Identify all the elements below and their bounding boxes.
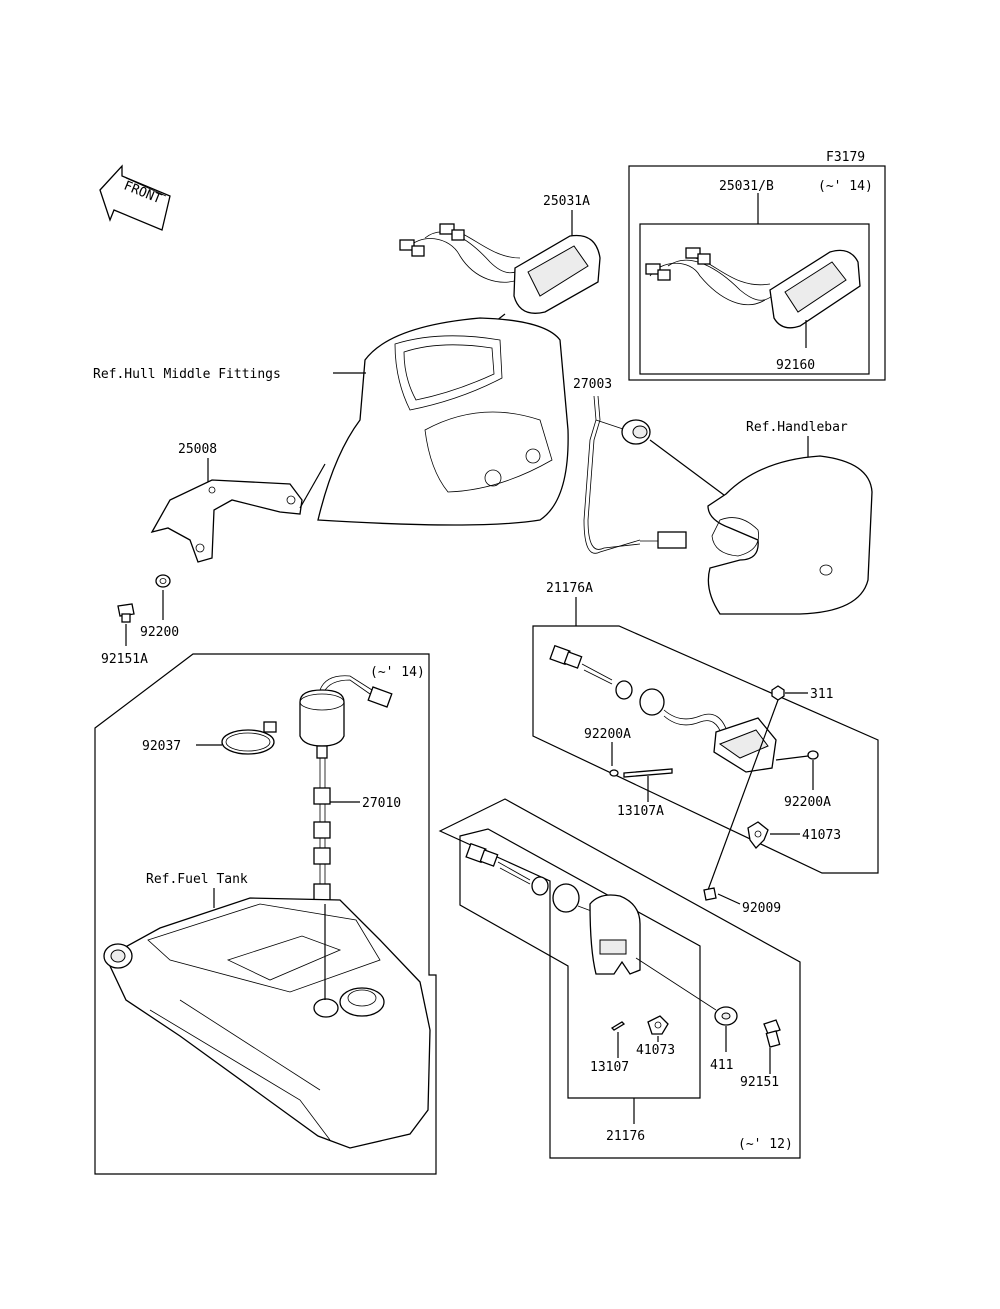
washer-92200a-right bbox=[807, 750, 819, 760]
part-92151: 92151 bbox=[740, 1075, 779, 1090]
note-12: (~' 12) bbox=[738, 1137, 793, 1152]
handlebar-cover bbox=[707, 455, 873, 615]
bolt-92151 bbox=[763, 1019, 781, 1048]
fuel-tank bbox=[103, 897, 431, 1149]
part-27010: 27010 bbox=[362, 796, 401, 811]
part-21176a: 21176A bbox=[546, 581, 593, 596]
hose-clamp-92037 bbox=[221, 721, 277, 755]
bolt-92151a bbox=[117, 603, 135, 623]
part-311: 311 bbox=[810, 687, 833, 702]
lanyard-switch-21176a bbox=[549, 644, 777, 773]
part-21176: 21176 bbox=[606, 1129, 645, 1144]
washer-92200 bbox=[155, 574, 171, 588]
note-14-lower: (~' 14) bbox=[370, 665, 425, 680]
assembly-21176a-box bbox=[532, 625, 879, 874]
part-92200a-left: 92200A bbox=[584, 727, 631, 742]
part-27003: 27003 bbox=[573, 377, 612, 392]
washer-92200a-left bbox=[609, 769, 619, 777]
part-92160: 92160 bbox=[776, 358, 815, 373]
lanyard-switch-21176 bbox=[465, 842, 717, 1011]
ref-handlebar: Ref.Handlebar bbox=[746, 420, 848, 435]
figure-code: F3179 bbox=[826, 150, 865, 165]
part-92200: 92200 bbox=[140, 625, 179, 640]
part-25031a: 25031A bbox=[543, 194, 590, 209]
part-411: 411 bbox=[710, 1058, 733, 1073]
pin-13107a bbox=[623, 768, 673, 778]
multifunction-meter-b bbox=[645, 247, 861, 329]
hull-middle-fitting bbox=[317, 317, 569, 526]
screw-92009 bbox=[703, 887, 717, 901]
part-92037: 92037 bbox=[142, 739, 181, 754]
part-13107a: 13107A bbox=[617, 804, 664, 819]
multifunction-meter-a bbox=[399, 223, 601, 314]
front-arrow-icon: FRONT bbox=[99, 164, 171, 231]
sensor-27003 bbox=[583, 395, 687, 554]
part-92009: 92009 bbox=[742, 901, 781, 916]
ref-fuel-tank: Ref.Fuel Tank bbox=[146, 872, 248, 887]
mounting-bracket bbox=[150, 479, 303, 563]
part-13107: 13107 bbox=[590, 1060, 629, 1075]
clip-41073-lower bbox=[647, 1015, 669, 1035]
part-25008: 25008 bbox=[178, 442, 217, 457]
washer-411 bbox=[714, 1006, 738, 1026]
fuel-sender-box bbox=[94, 653, 437, 1175]
ref-hull-middle-fittings: Ref.Hull Middle Fittings bbox=[93, 367, 281, 382]
part-41073-lower: 41073 bbox=[636, 1043, 675, 1058]
assembly-21176-box bbox=[438, 798, 801, 1159]
nut-311 bbox=[771, 685, 785, 701]
clip-41073-upper bbox=[747, 821, 769, 849]
pin-13107 bbox=[610, 1021, 626, 1031]
meter-variant-box bbox=[628, 165, 886, 381]
part-92151a: 92151A bbox=[101, 652, 148, 667]
fuel-sender-27010 bbox=[299, 675, 393, 901]
part-41073-upper: 41073 bbox=[802, 828, 841, 843]
part-25031b: 25031/B bbox=[719, 179, 774, 194]
part-92200a-right: 92200A bbox=[784, 795, 831, 810]
part-25031b-note: (~' 14) bbox=[818, 179, 873, 194]
